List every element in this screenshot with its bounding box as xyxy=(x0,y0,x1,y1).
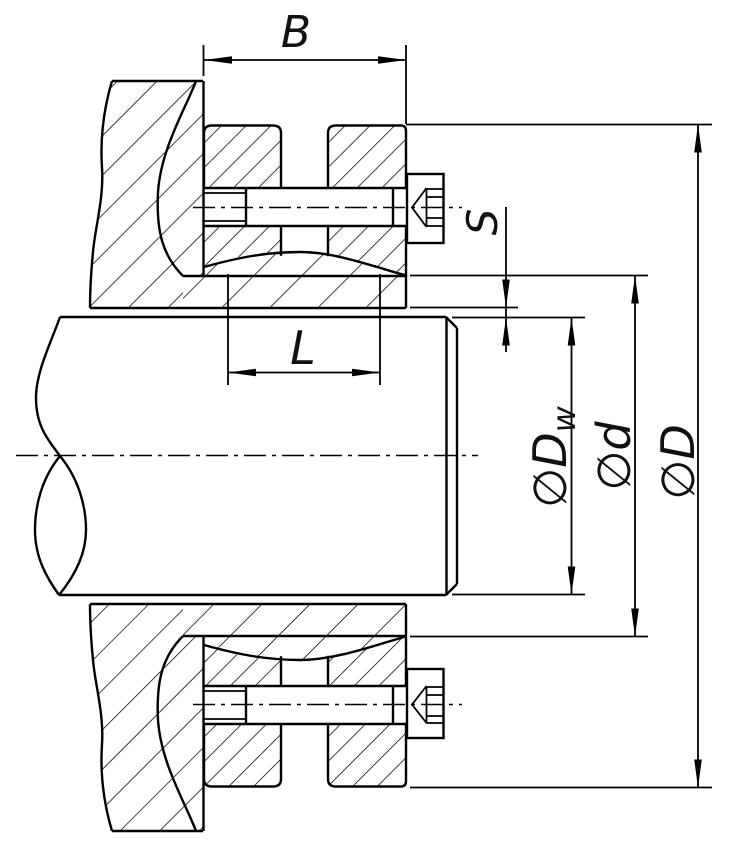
dim-label-s: S xyxy=(458,209,507,236)
dim-label-b: B xyxy=(281,7,311,58)
dim-label-l: L xyxy=(290,321,316,375)
shaft-break-line xyxy=(58,455,88,596)
arrowhead-icon xyxy=(631,608,639,637)
arrowhead-icon xyxy=(694,124,702,153)
dimension-b: B xyxy=(202,7,407,124)
shaft-break-line xyxy=(33,455,61,596)
arrowhead-icon xyxy=(502,279,510,308)
hub-section-top xyxy=(88,79,408,310)
dimension-dw: ∅Dw xyxy=(452,316,585,596)
shaft-break-line xyxy=(34,316,62,457)
arrowhead-icon xyxy=(228,368,256,377)
screw-head-bottom xyxy=(405,667,445,740)
arrowhead-icon xyxy=(694,759,702,788)
arrowhead-icon xyxy=(352,368,380,377)
hatching-top xyxy=(90,81,406,308)
hub-section-bottom xyxy=(88,602,408,833)
cap-screw-bottom xyxy=(193,667,462,740)
screw-head-top xyxy=(405,172,445,245)
dimension-s: S xyxy=(410,207,518,352)
dimension-d: ∅d xyxy=(410,274,648,638)
locking-collar-bottom xyxy=(202,635,408,788)
dim-label-d: ∅d xyxy=(587,421,641,491)
dimension-outer-d: ∅D xyxy=(406,123,712,789)
arrowhead-icon xyxy=(567,566,576,595)
dimension-l: L xyxy=(227,274,381,385)
arrowhead-icon xyxy=(502,317,510,346)
hatching-bottom xyxy=(90,604,406,831)
shaft xyxy=(16,315,478,597)
arrowhead-icon xyxy=(567,317,576,346)
dim-label-dw: ∅Dw xyxy=(523,405,583,508)
arrowhead-icon xyxy=(204,56,232,64)
arrowhead-icon xyxy=(631,275,639,304)
arrowhead-icon xyxy=(378,56,406,64)
cap-screw-top xyxy=(193,172,462,245)
dim-label-outer-d: ∅D xyxy=(651,424,705,500)
